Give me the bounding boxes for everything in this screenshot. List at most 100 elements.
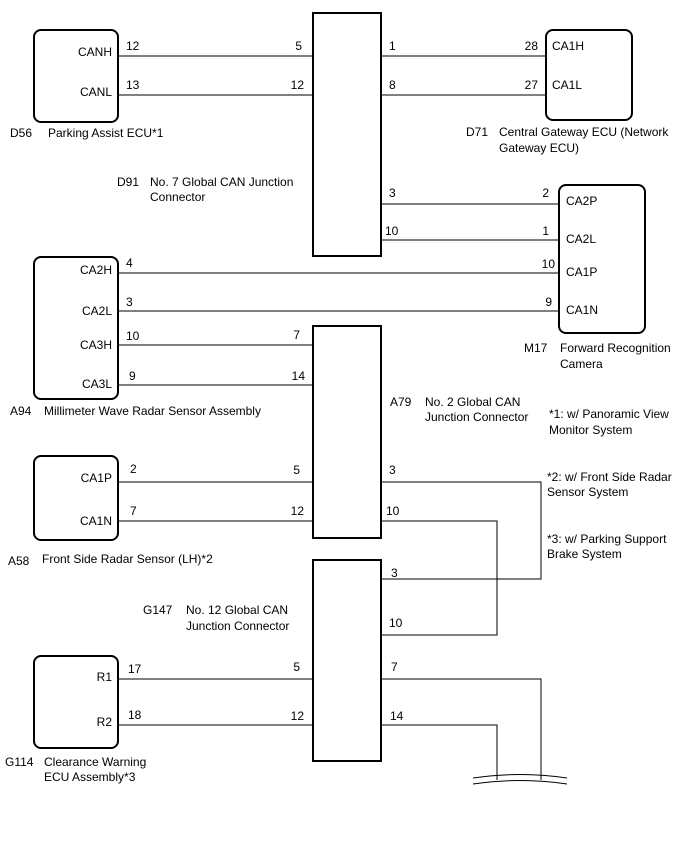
pin-label-ca3h: CA3H [80,338,112,352]
pin-number: 2 [542,186,549,200]
pin-number: 1 [542,224,549,238]
component-name-line1: Forward Recognition [560,341,671,355]
pin-number: 3 [391,566,398,580]
component-code: G114 [5,755,34,769]
pin-number: 3 [389,463,396,477]
pin-number: 7 [130,504,137,518]
component-d91: 5 12 1 8 3 10 D91 No. 7 Global CAN Junct… [117,39,399,238]
pin-number: 9 [545,295,552,309]
component-code: D56 [10,126,32,140]
component-code: A58 [8,554,30,568]
pin-number: 10 [542,257,556,271]
component-code: D91 [117,175,139,189]
pin-number: 4 [126,256,133,270]
pin-number: 14 [292,369,306,383]
box-front-side-radar [33,455,119,541]
pin-number: 12 [291,504,305,518]
pin-label-ca2p: CA2P [566,194,597,208]
wire-break-top [472,774,568,779]
component-name-line2: ECU Assembly*3 [44,770,136,784]
pin-label-ca1h: CA1H [552,39,584,53]
pin-label-ca3l: CA3L [82,377,112,391]
pin-number: 18 [128,708,142,722]
pin-number: 12 [291,78,305,92]
footnote-3-line2: Brake System [547,547,622,561]
pin-label-ca1l: CA1L [552,78,582,92]
box-radar-sensor-assembly [33,256,119,400]
pin-label-canh: CANH [78,45,112,59]
component-code: G147 [143,603,173,617]
pin-number: 10 [386,504,400,518]
component-name-line2: Camera [560,357,603,371]
wire-break-bottom [472,780,568,785]
footnote-1-line1: *1: w/ Panoramic View [549,407,669,421]
pin-number: 10 [389,616,403,630]
pin-number: 14 [390,709,404,723]
pin-number: 12 [126,39,140,53]
pin-number: 7 [293,328,300,342]
component-a58: CA1P CA1N 2 7 A58 Front Side Radar Senso… [8,462,213,568]
component-name-line1: No. 2 Global CAN [425,395,520,409]
component-g114: R1 R2 17 18 G114 Clearance Warning ECU A… [5,662,146,784]
box-junction-connector-2 [312,325,382,539]
box-clearance-warning-ecu [33,655,119,749]
box-forward-recognition-camera [558,184,646,334]
pin-label-ca1p: CA1P [81,471,112,485]
pin-label-r2: R2 [97,715,113,729]
component-d71: CA1H CA1L 28 27 D71 Central Gateway ECU … [466,39,669,155]
footnote-2-line1: *2: w/ Front Side Radar [547,470,672,484]
box-junction-connector-12 [312,559,382,762]
component-a94: CA2H CA2L CA3H CA3L 4 3 10 9 A94 Millime… [10,256,261,418]
component-code: A79 [390,395,412,409]
component-code: D71 [466,125,488,139]
pin-number: 5 [293,463,300,477]
pin-number: 12 [291,709,305,723]
wire-g147-out-low [381,724,498,780]
wire-g147-out-high [381,678,542,780]
component-a79: 7 14 5 12 3 10 A79 No. 2 Global CAN Junc… [291,328,529,518]
pin-label-ca1p: CA1P [566,265,597,279]
pin-number: 8 [389,78,396,92]
component-name-line2: Connector [150,190,205,204]
component-g147: 3 10 5 12 7 14 G147 No. 12 Global CAN Ju… [143,566,404,723]
box-junction-connector-7 [312,12,382,257]
footnote-1-line2: Monitor System [549,423,632,437]
pin-number: 5 [293,660,300,674]
pin-label-ca2l: CA2L [82,304,112,318]
component-name-line1: No. 7 Global CAN Junction [150,175,293,189]
pin-number: 10 [126,329,140,343]
component-code: M17 [524,341,548,355]
pin-number: 1 [389,39,396,53]
box-parking-assist-ecu [33,29,119,123]
component-name-line2: Junction Connector [186,619,289,633]
footnote-2-line2: Sensor System [547,485,628,499]
pin-number: 7 [391,660,398,674]
pin-number: 10 [385,224,399,238]
box-central-gateway-ecu [545,29,633,121]
pin-label-r1: R1 [97,670,113,684]
component-name: Front Side Radar Sensor (LH)*2 [42,552,213,566]
component-name-line1: Central Gateway ECU (Network [499,125,669,139]
component-name-line1: Clearance Warning [44,755,146,769]
pin-number: 2 [130,462,137,476]
pin-label-canl: CANL [80,85,112,99]
wire-a79-g147-high [381,481,542,580]
wire-a79-g147-low [381,520,498,636]
pin-label-ca1n: CA1N [80,514,112,528]
pin-number: 28 [525,39,539,53]
component-d56: CANH CANL 12 13 D56 Parking Assist ECU*1 [10,39,164,140]
component-name-line1: No. 12 Global CAN [186,603,288,617]
component-boxes [33,12,646,762]
pin-number: 5 [295,39,302,53]
component-m17: CA2P CA2L CA1P CA1N 2 1 10 9 M17 Forward… [524,186,671,371]
pin-number: 9 [129,369,136,383]
component-name-line2: Junction Connector [425,410,528,424]
pin-number: 13 [126,78,140,92]
pin-label-ca1n: CA1N [566,303,598,317]
pin-number: 17 [128,662,142,676]
component-name: Millimeter Wave Radar Sensor Assembly [44,404,261,418]
pin-number: 27 [525,78,539,92]
pin-number: 3 [126,295,133,309]
component-name-line2: Gateway ECU) [499,141,579,155]
